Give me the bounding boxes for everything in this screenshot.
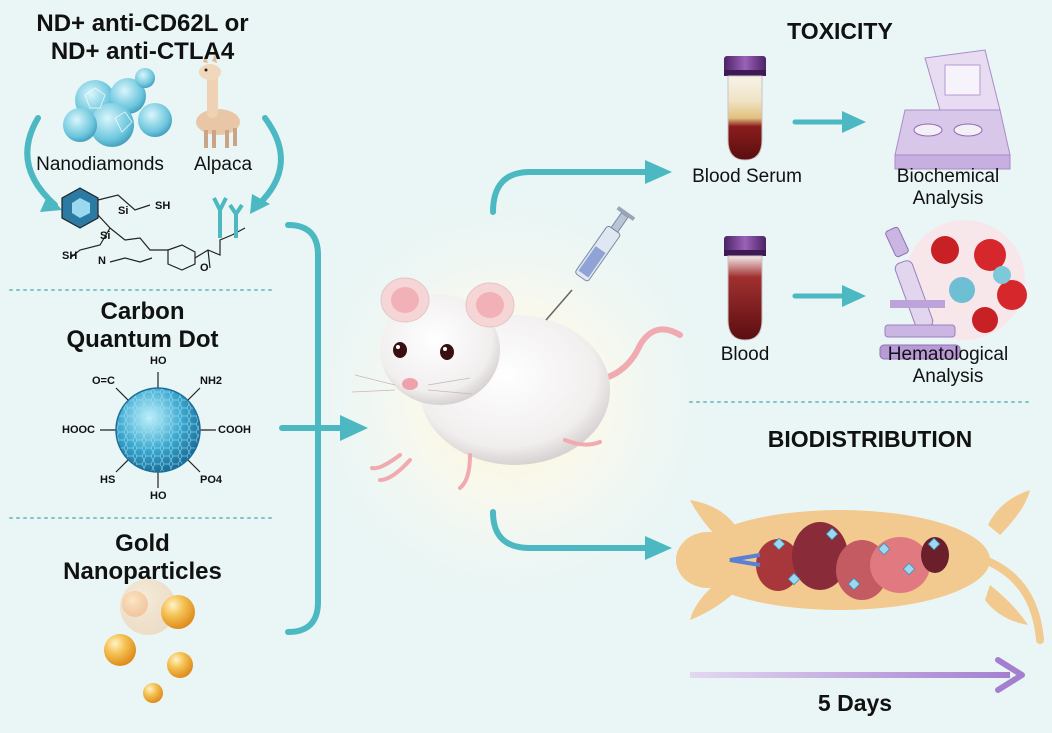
section-title-cqd-line2: Quantum Dot <box>66 326 219 353</box>
section-title-nd-line2: ND+ anti-CTLA4 <box>50 38 235 65</box>
blood-tube-icon <box>724 236 766 341</box>
arrow-into-mouse <box>340 415 368 441</box>
cqd-group-po4: PO4 <box>200 474 223 486</box>
mouse-icon <box>351 277 683 490</box>
nanodiamonds-label: Nanodiamonds <box>36 154 164 175</box>
blood-serum-tube-icon <box>724 56 766 161</box>
cqd-group-nh2: NH2 <box>200 375 223 387</box>
hematology-microscope-icon <box>879 220 1027 360</box>
chem-sh-2: SH <box>62 250 78 262</box>
nanodiamonds-icon <box>63 68 172 147</box>
biochemical-analysis-line1: Biochemical <box>896 166 1000 187</box>
hematological-analysis-line2: Analysis <box>912 366 984 387</box>
timeline-arrow-shaft <box>690 672 1010 678</box>
arrow-to-biodistribution <box>490 509 651 551</box>
syringe-icon <box>545 206 636 321</box>
nanodiamond-antibody-structure <box>61 187 246 271</box>
section-title-gold-line1: Gold <box>115 530 170 557</box>
blood-label: Blood <box>720 344 770 365</box>
section-title-cqd-line1: Carbon <box>100 298 185 325</box>
cqd-group-hs: HS <box>100 474 116 486</box>
blood-serum-label: Blood Serum <box>692 166 802 187</box>
arrow-to-biochemical <box>842 111 866 133</box>
section-title-nd-line1: ND+ anti-CD62L or <box>36 10 249 37</box>
chem-o: O <box>200 262 209 274</box>
arrow-to-hematological <box>842 285 866 307</box>
section-title-cqd: Carbon Quantum Dot <box>0 298 285 354</box>
biodistribution-title: BIODISTRIBUTION <box>767 426 973 452</box>
cqd-group-top-oh: HO <box>150 355 167 367</box>
biochemical-analysis-label: Biochemical Analysis <box>868 166 1028 210</box>
gold-nanoparticles-icon <box>104 579 195 703</box>
toxicity-title: TOXICITY <box>787 18 893 44</box>
chem-n: N <box>98 255 106 267</box>
hematological-analysis-line1: Hematological <box>887 344 1009 365</box>
alpaca-label: Alpaca <box>193 154 253 175</box>
arrow-to-toxicity <box>490 169 651 215</box>
hematological-analysis-label: Hematological Analysis <box>868 344 1028 388</box>
timeline-arrow-head <box>995 657 1025 693</box>
cqd-group-hooc: HOOC <box>62 424 95 436</box>
dissected-mouse-icon <box>676 490 1044 644</box>
chem-si-2: Si <box>100 230 111 242</box>
alpaca-icon <box>196 54 240 148</box>
chem-si-1: Si <box>118 205 129 217</box>
biochemical-analysis-line2: Analysis <box>912 188 984 209</box>
timeline-label: 5 Days <box>817 690 893 716</box>
cqd-group-bottom-oh: HO <box>150 490 167 502</box>
cqd-group-cooh: COOH <box>218 424 251 436</box>
curved-arrow-right <box>255 115 284 208</box>
cqd-group-co: O=C <box>92 375 115 387</box>
section-title-gold: Gold Nanoparticles <box>0 530 285 586</box>
section-title-gold-line2: Nanoparticles <box>63 558 222 585</box>
curved-arrow-left <box>24 115 58 208</box>
chem-sh-1: SH <box>155 200 171 212</box>
carbon-quantum-dot-icon <box>100 372 216 488</box>
section-title-nd: ND+ anti-CD62L or ND+ anti-CTLA4 <box>0 10 285 66</box>
biochemical-analyzer-icon <box>894 49 1011 170</box>
